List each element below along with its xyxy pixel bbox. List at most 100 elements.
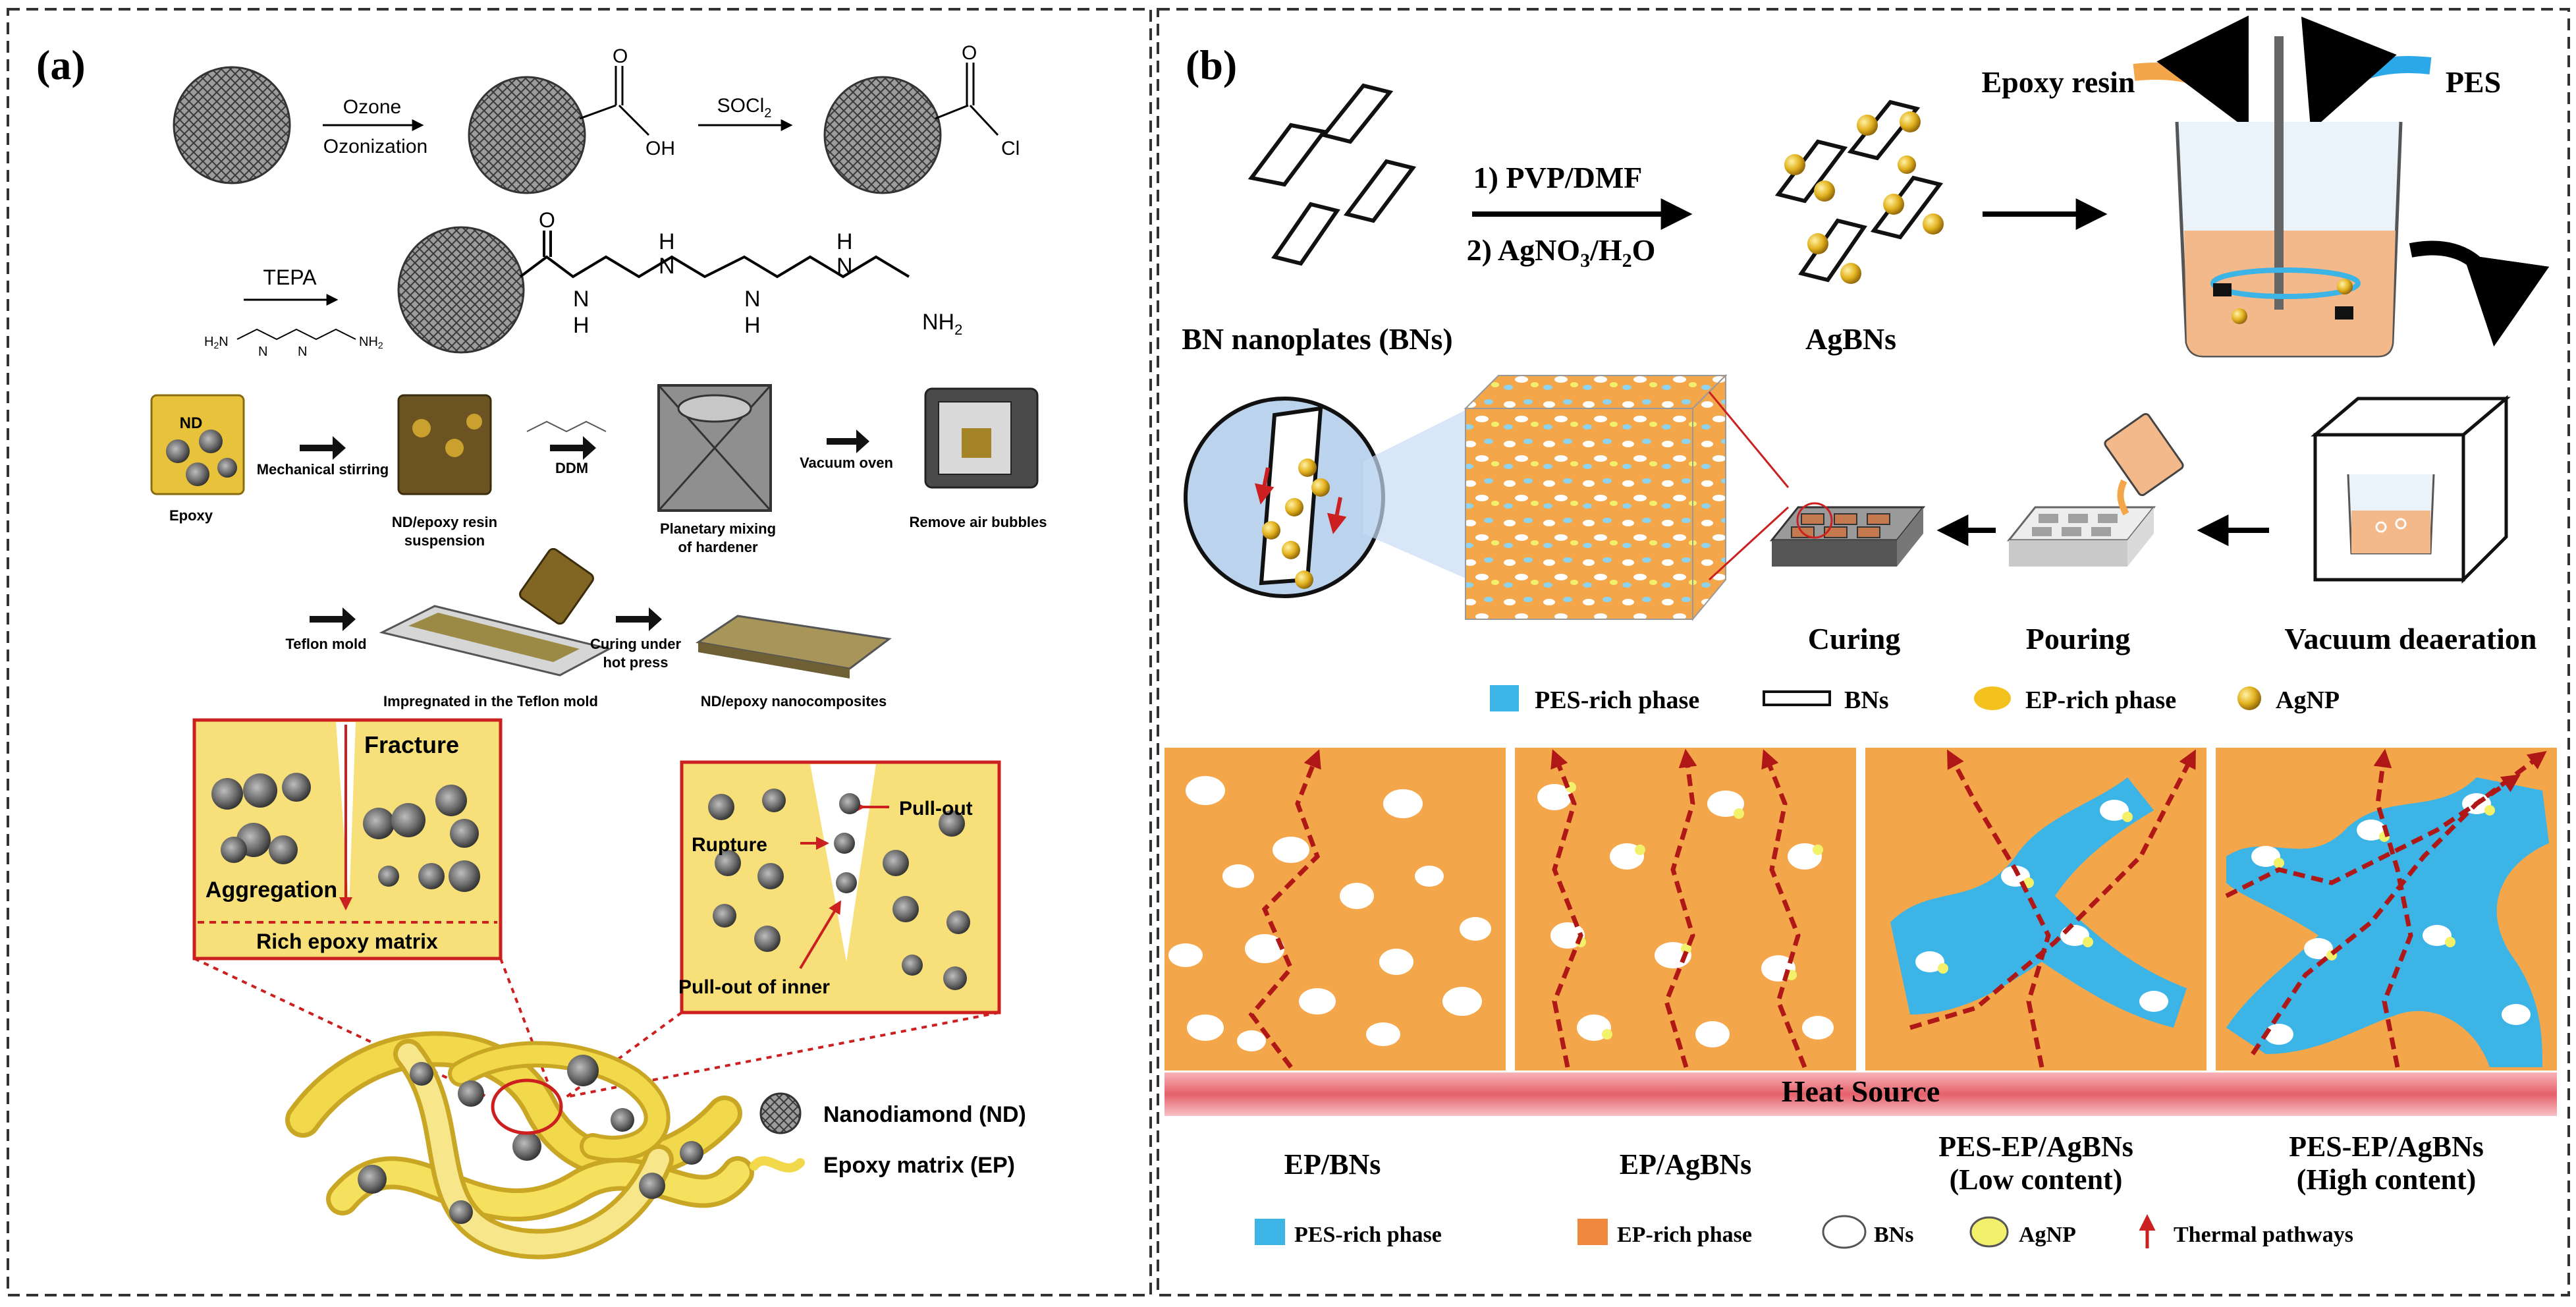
tepa-molecule <box>236 328 356 341</box>
curve-down-arrow <box>2409 240 2550 347</box>
nd-label: ND <box>180 414 203 432</box>
vacuum-chamber <box>2311 395 2511 584</box>
amine-h2: H <box>744 313 761 338</box>
sample-label-3: PES-EP/AgBNs <box>1938 1130 2133 1163</box>
amine-n1: N <box>659 254 675 279</box>
fracture-label: Fracture <box>364 731 459 758</box>
tepa-n2: N <box>298 345 307 359</box>
amine-n2: N <box>744 287 761 312</box>
amine-h1: H <box>659 229 675 254</box>
teflon-mold-label: Teflon mold <box>285 636 366 652</box>
panel-b-frame <box>1157 8 2570 1296</box>
legend-agnp-label: AgNP <box>2276 686 2340 714</box>
legend-bns-label: BNs <box>1844 686 1889 714</box>
tepa-nh2: NH2 <box>359 335 383 350</box>
ep-legend-label: Epoxy matrix (EP) <box>823 1153 1015 1178</box>
curing-label-1: Curing under <box>590 636 682 652</box>
curing-mold <box>1769 502 1926 567</box>
end-nh2: NH2 <box>922 310 962 338</box>
bn-nanoplates <box>1247 83 1417 266</box>
mech-stirring-label: Mechanical stirring <box>257 461 389 478</box>
legend-b-agnp-swatch <box>1969 1216 2009 1248</box>
suspension-beaker <box>397 394 492 495</box>
morphology-ep-bns <box>1165 748 1506 1071</box>
amide-h: H <box>573 313 589 338</box>
heat-source-bar <box>1165 1072 2557 1116</box>
ddm-label: DDM <box>555 460 588 476</box>
rupture-label: Rupture <box>692 834 767 856</box>
legend-b-agnp-label: AgNP <box>2019 1223 2076 1247</box>
tepa-label: TEPA <box>263 265 317 289</box>
nd-legend-label: Nanodiamond (ND) <box>823 1102 1026 1127</box>
ddm-molecule <box>526 420 607 433</box>
amine-n3: N <box>836 254 853 279</box>
arrow-curing <box>616 607 662 631</box>
morphology-ep-agbns <box>1515 748 1856 1071</box>
sample-label-2: EP/AgBNs <box>1620 1148 1751 1181</box>
legend-ep-swatch <box>1974 686 2011 710</box>
nanocomposites-label: ND/epoxy nanocomposites <box>701 693 887 709</box>
legend-b-pes-swatch <box>1255 1219 1285 1245</box>
arrow-teflon <box>310 607 356 631</box>
vacuum-oven <box>924 387 1039 489</box>
legend-ep-label: EP-rich phase <box>2025 686 2176 714</box>
bn-zoom-circle <box>1184 397 1385 598</box>
ep-legend-icon <box>750 1156 805 1173</box>
morphology-pes-high <box>2216 748 2557 1071</box>
teflon-mold <box>379 547 613 677</box>
impregnated-label: Impregnated in the Teflon mold <box>383 693 598 709</box>
arrow-mech <box>300 436 346 460</box>
sample-sub-3: (Low content) <box>1950 1163 2123 1196</box>
pouring-label: Pouring <box>2026 622 2130 655</box>
panel-b-label: (b) <box>1186 42 1237 88</box>
legend-agnp-swatch <box>2237 686 2261 710</box>
pull-out-label: Pull-out <box>899 798 973 820</box>
epoxy-label: Epoxy <box>169 507 213 524</box>
arrow-oven <box>827 430 869 453</box>
legend-b-ep-label: EP-rich phase <box>1617 1223 1752 1247</box>
suspension-label-2: suspension <box>404 532 485 549</box>
pull-out-inner-label: Pull-out of inner <box>678 976 830 998</box>
legend-b-ep-swatch <box>1577 1219 1608 1245</box>
morphology-pes-low <box>1865 748 2206 1071</box>
zoom-cone <box>1363 408 1469 580</box>
vacuum-deaeration-label: Vacuum deaeration <box>2285 622 2537 655</box>
epoxy-feed-arrow <box>2133 15 2249 130</box>
curing-label-2: hot press <box>603 654 668 671</box>
legend-b-bns-label: BNs <box>1874 1223 1913 1247</box>
epoxy-ribbon-composite <box>285 1031 754 1260</box>
fullerene-tepa <box>397 226 910 354</box>
arrow-ddm <box>550 436 596 460</box>
cube-callout-1 <box>1708 391 1790 488</box>
vacuum-oven-label: Vacuum oven <box>800 455 893 471</box>
curing-label: Curing <box>1808 622 1901 655</box>
amide-o: O <box>539 208 555 232</box>
planetary-label-2: of hardener <box>678 539 757 555</box>
step1-process: Ozonization <box>323 136 427 157</box>
agbns-label: AgBNs <box>1805 322 1896 356</box>
sample-label-1: EP/BNs <box>1284 1148 1381 1181</box>
planetary-label-1: Planetary mixing <box>660 520 776 537</box>
rich-matrix-label: Rich epoxy matrix <box>256 930 438 953</box>
tepa-h2n: H2N <box>204 335 229 350</box>
legend-b-bns-swatch <box>1822 1215 1867 1249</box>
epoxy-resin-label: Epoxy resin <box>1981 65 2135 99</box>
cocl-o: O <box>962 42 977 64</box>
sample-sub-4: (High content) <box>2297 1163 2477 1196</box>
cube-callout-2 <box>1708 506 1790 581</box>
zoom-box-left <box>192 718 503 960</box>
focus-circle <box>491 1078 563 1135</box>
cooh-oh: OH <box>645 138 675 159</box>
composite-cube <box>1464 374 1728 621</box>
planetary-mixer <box>657 384 772 512</box>
sample-label-4: PES-EP/AgBNs <box>2289 1130 2484 1163</box>
legend-b-pathway-label: Thermal pathways <box>2174 1223 2353 1247</box>
cocl-cl: Cl <box>1001 138 1020 159</box>
amide-n: N <box>573 287 589 312</box>
mixing-beaker <box>2175 36 2403 358</box>
ribbon-nd-particles <box>358 1055 703 1224</box>
cooh-o: O <box>613 45 628 67</box>
fullerene-1 <box>173 66 291 184</box>
pouring-mold <box>2006 412 2184 567</box>
